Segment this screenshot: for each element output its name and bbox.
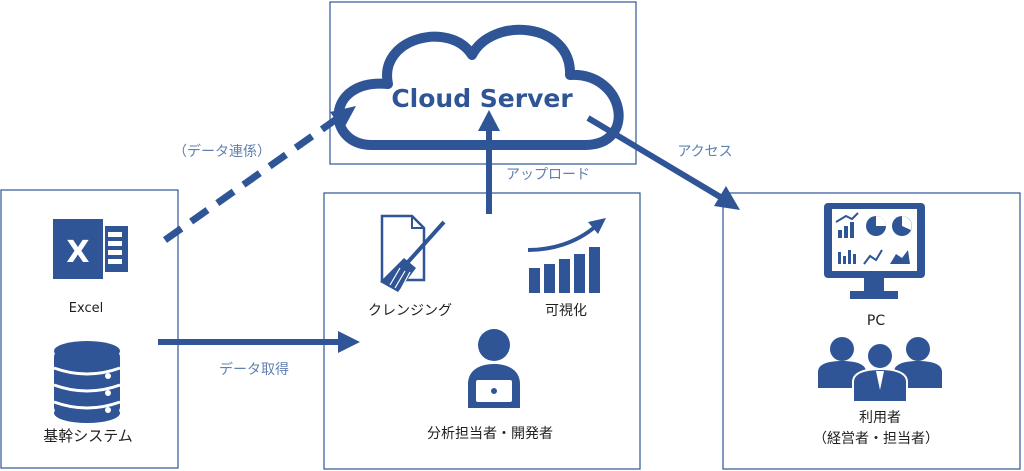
cloud-box: [329, 1, 637, 165]
pc-label: PC: [867, 313, 885, 329]
visualization-icon: [527, 218, 606, 293]
cloud-icon: [333, 24, 624, 150]
analysis-box: [323, 192, 641, 470]
core-system-label: 基幹システム: [43, 427, 133, 445]
upload-label: アップロード: [506, 167, 590, 183]
access-label: アクセス: [677, 144, 732, 160]
analyst-label: 分析担当者・開発者: [427, 426, 553, 442]
data-acquisition-arrow: [158, 331, 360, 353]
excel-icon: [51, 217, 128, 281]
excel-letter: X: [66, 235, 89, 270]
access-arrow: [586, 115, 740, 210]
excel-label: Excel: [69, 301, 103, 316]
upload-arrow: [478, 110, 500, 214]
data-link-arrow: [162, 106, 356, 243]
users-label: 利用者: [859, 410, 901, 426]
source-systems-box: [0, 189, 179, 469]
cleansing-label: クレンジング: [368, 303, 452, 319]
visualization-label: 可視化: [545, 303, 587, 319]
cleansing-icon: [380, 214, 446, 292]
database-icon: [53, 341, 121, 423]
users-group-icon: [818, 337, 942, 403]
cloud-title: Cloud Server: [391, 84, 573, 113]
analyst-icon: [468, 329, 520, 408]
users-box: [722, 192, 1021, 470]
data-acquisition-label: データ取得: [219, 361, 289, 378]
pc-monitor-icon: [824, 203, 925, 299]
data-link-label: （データ連係）: [173, 143, 271, 160]
users-sublabel: （経営者・担当者）: [813, 431, 939, 447]
